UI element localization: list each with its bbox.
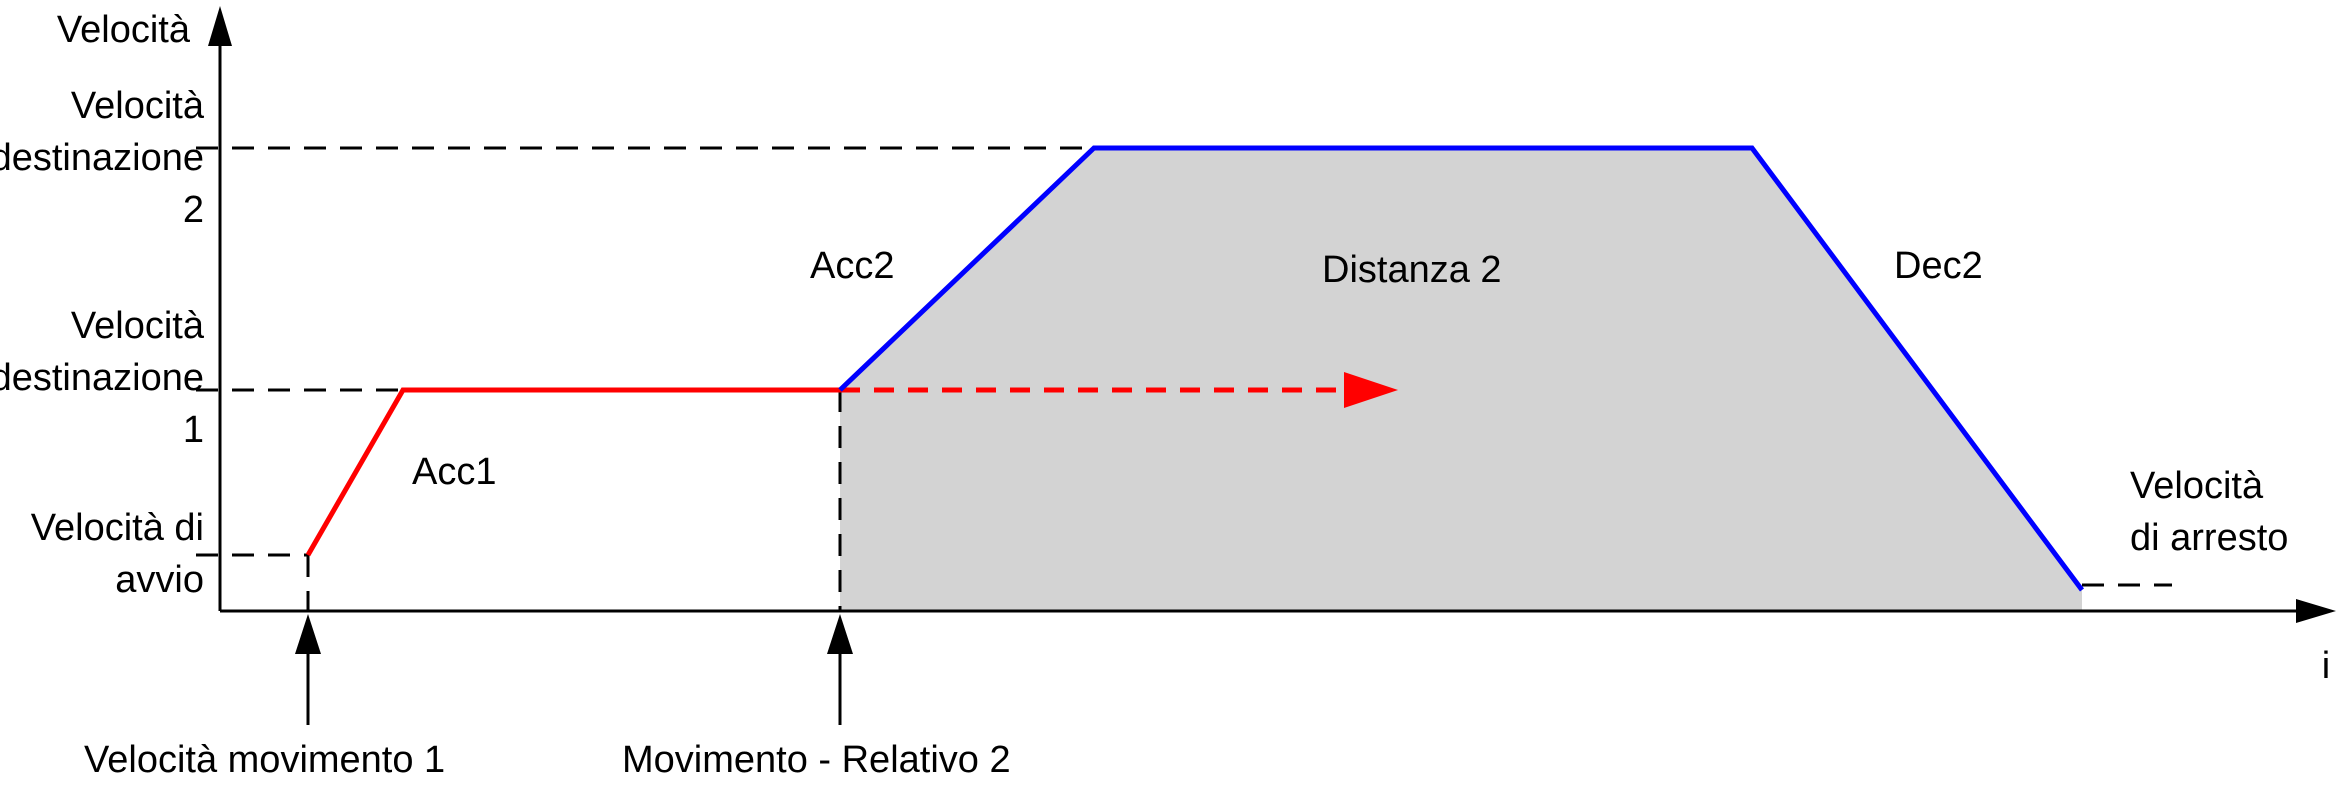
event-arrow-move-2-head [827,614,853,654]
distance-2-area [840,148,2082,611]
axes [208,6,2336,623]
move-1-continuation-arrowhead [1344,372,1398,408]
label-target-speed-1-line-1: Velocità [71,305,205,347]
label-target-speed-1-line-3: 1 [183,409,204,451]
label-stop-speed-line-1: Velocità [2130,465,2264,507]
segment-label-acc2: Acc2 [810,245,894,287]
event-arrows [295,614,853,725]
y-axis-arrowhead [208,6,232,46]
label-target-speed-2-line-1: Velocità [71,85,205,127]
move-2-profile [838,145,2085,592]
y-axis-label: Velocità [57,9,191,51]
label-start-speed-line-2: avvio [115,559,204,601]
move-1-profile [305,387,840,557]
label-target-speed-2-line-2: destinazione [0,137,204,179]
x-axis-arrowhead [2296,599,2336,623]
segment-label-acc1: Acc1 [412,451,496,493]
label-start-speed: Velocità di avvio [31,507,204,601]
event-arrow-move-1-head [295,614,321,654]
label-stop-speed-line-2: di arresto [2130,517,2288,559]
label-target-speed-2-line-3: 2 [183,189,204,231]
event-label-move-velocity-1: Velocità movimento 1 [84,739,445,781]
label-target-speed-1: Velocità destinazione 1 [0,305,205,451]
label-start-speed-line-1: Velocità di [31,507,204,549]
label-stop-speed: Velocità di arresto [2130,465,2288,559]
segment-label-dec2: Dec2 [1894,245,1983,287]
label-target-speed-1-line-2: destinazione [0,357,204,399]
segment-label-distance-2: Distanza 2 [1322,249,1502,291]
label-target-speed-2: Velocità destinazione 2 [0,85,205,231]
event-label-move-relative-2: Movimento - Relativo 2 [622,739,1011,781]
x-axis-label: i [2322,645,2330,687]
guide-lines [196,146,2172,611]
